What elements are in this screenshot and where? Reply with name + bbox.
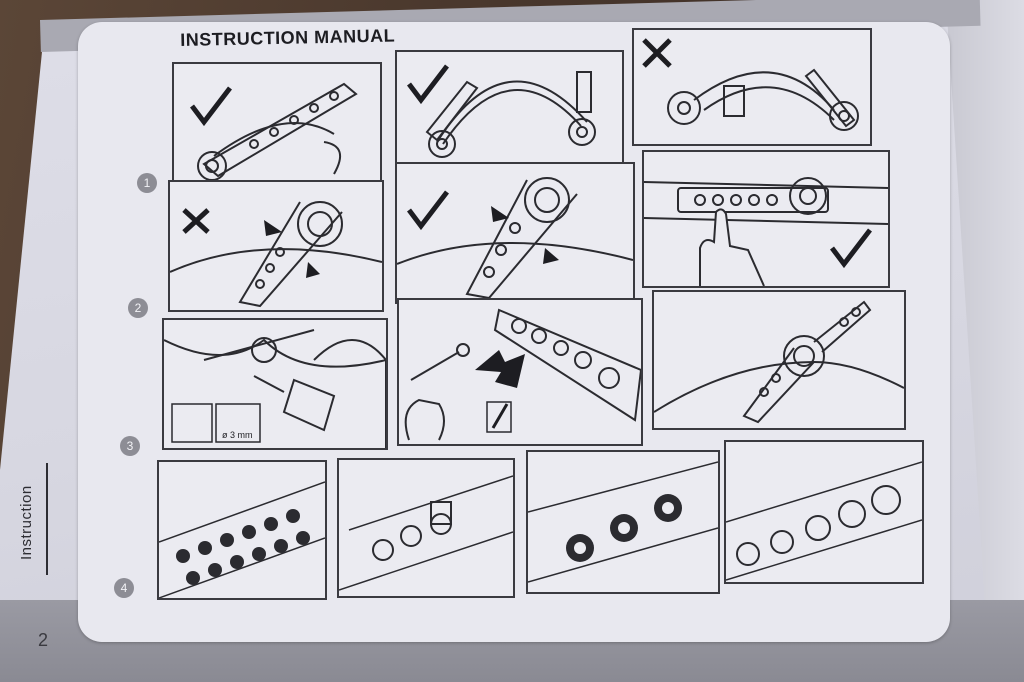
arrow-icon	[491, 206, 509, 222]
arrow-icon	[475, 350, 525, 388]
panel-4c	[526, 450, 720, 594]
drill-icon	[253, 375, 336, 432]
panel-2c	[642, 150, 890, 288]
step-badge-3: 3	[120, 436, 140, 456]
screw-icon	[410, 343, 470, 381]
cross-mark-icon	[182, 208, 210, 234]
page-number: 2	[38, 630, 49, 650]
panel-2b	[395, 162, 635, 304]
section-rule	[46, 463, 48, 575]
arrow-icon	[543, 248, 559, 264]
window-regulator-icon	[397, 177, 633, 300]
panel-4a	[157, 460, 327, 600]
rivet-nut-icon	[372, 501, 452, 561]
rivet-nut-icon	[176, 509, 310, 585]
window-regulator-icon	[197, 82, 358, 181]
manual-title: INSTRUCTION MANUAL	[180, 25, 396, 50]
hand-icon	[404, 398, 445, 441]
arrow-icon	[264, 220, 282, 236]
panel-1b	[395, 50, 624, 172]
panel-1c	[632, 28, 872, 146]
panel-3a: ø 3 mm	[162, 318, 388, 450]
window-regulator-icon	[654, 300, 904, 424]
window-regulator-icon	[644, 177, 888, 225]
hand-icon	[699, 208, 765, 286]
check-mark-icon	[830, 228, 872, 269]
panel-4b	[337, 458, 515, 598]
check-mark-icon	[407, 64, 449, 105]
screwdriver-icon	[491, 403, 509, 429]
window-regulator-icon	[170, 201, 382, 308]
rivet-nut-icon	[736, 485, 901, 566]
drill-size-label: ø 3 mm	[222, 430, 253, 440]
panel-1a	[172, 62, 382, 190]
panel-3b	[397, 298, 643, 446]
window-regulator-icon	[425, 71, 596, 158]
step-badge-1: 1	[137, 173, 157, 193]
panel-3c	[652, 290, 906, 430]
window-regulator-icon	[493, 308, 641, 422]
panel-4d	[724, 440, 924, 584]
section-label: Instruction	[18, 485, 35, 560]
arrow-icon	[306, 262, 320, 278]
step-badge-4: 4	[114, 578, 134, 598]
check-mark-icon	[190, 86, 232, 127]
check-mark-icon	[407, 190, 449, 231]
cross-mark-icon	[642, 38, 672, 68]
window-regulator-icon	[667, 68, 859, 131]
step-badge-2: 2	[128, 298, 148, 318]
curved-arrow-icon	[323, 141, 342, 175]
panel-2a	[168, 180, 384, 312]
